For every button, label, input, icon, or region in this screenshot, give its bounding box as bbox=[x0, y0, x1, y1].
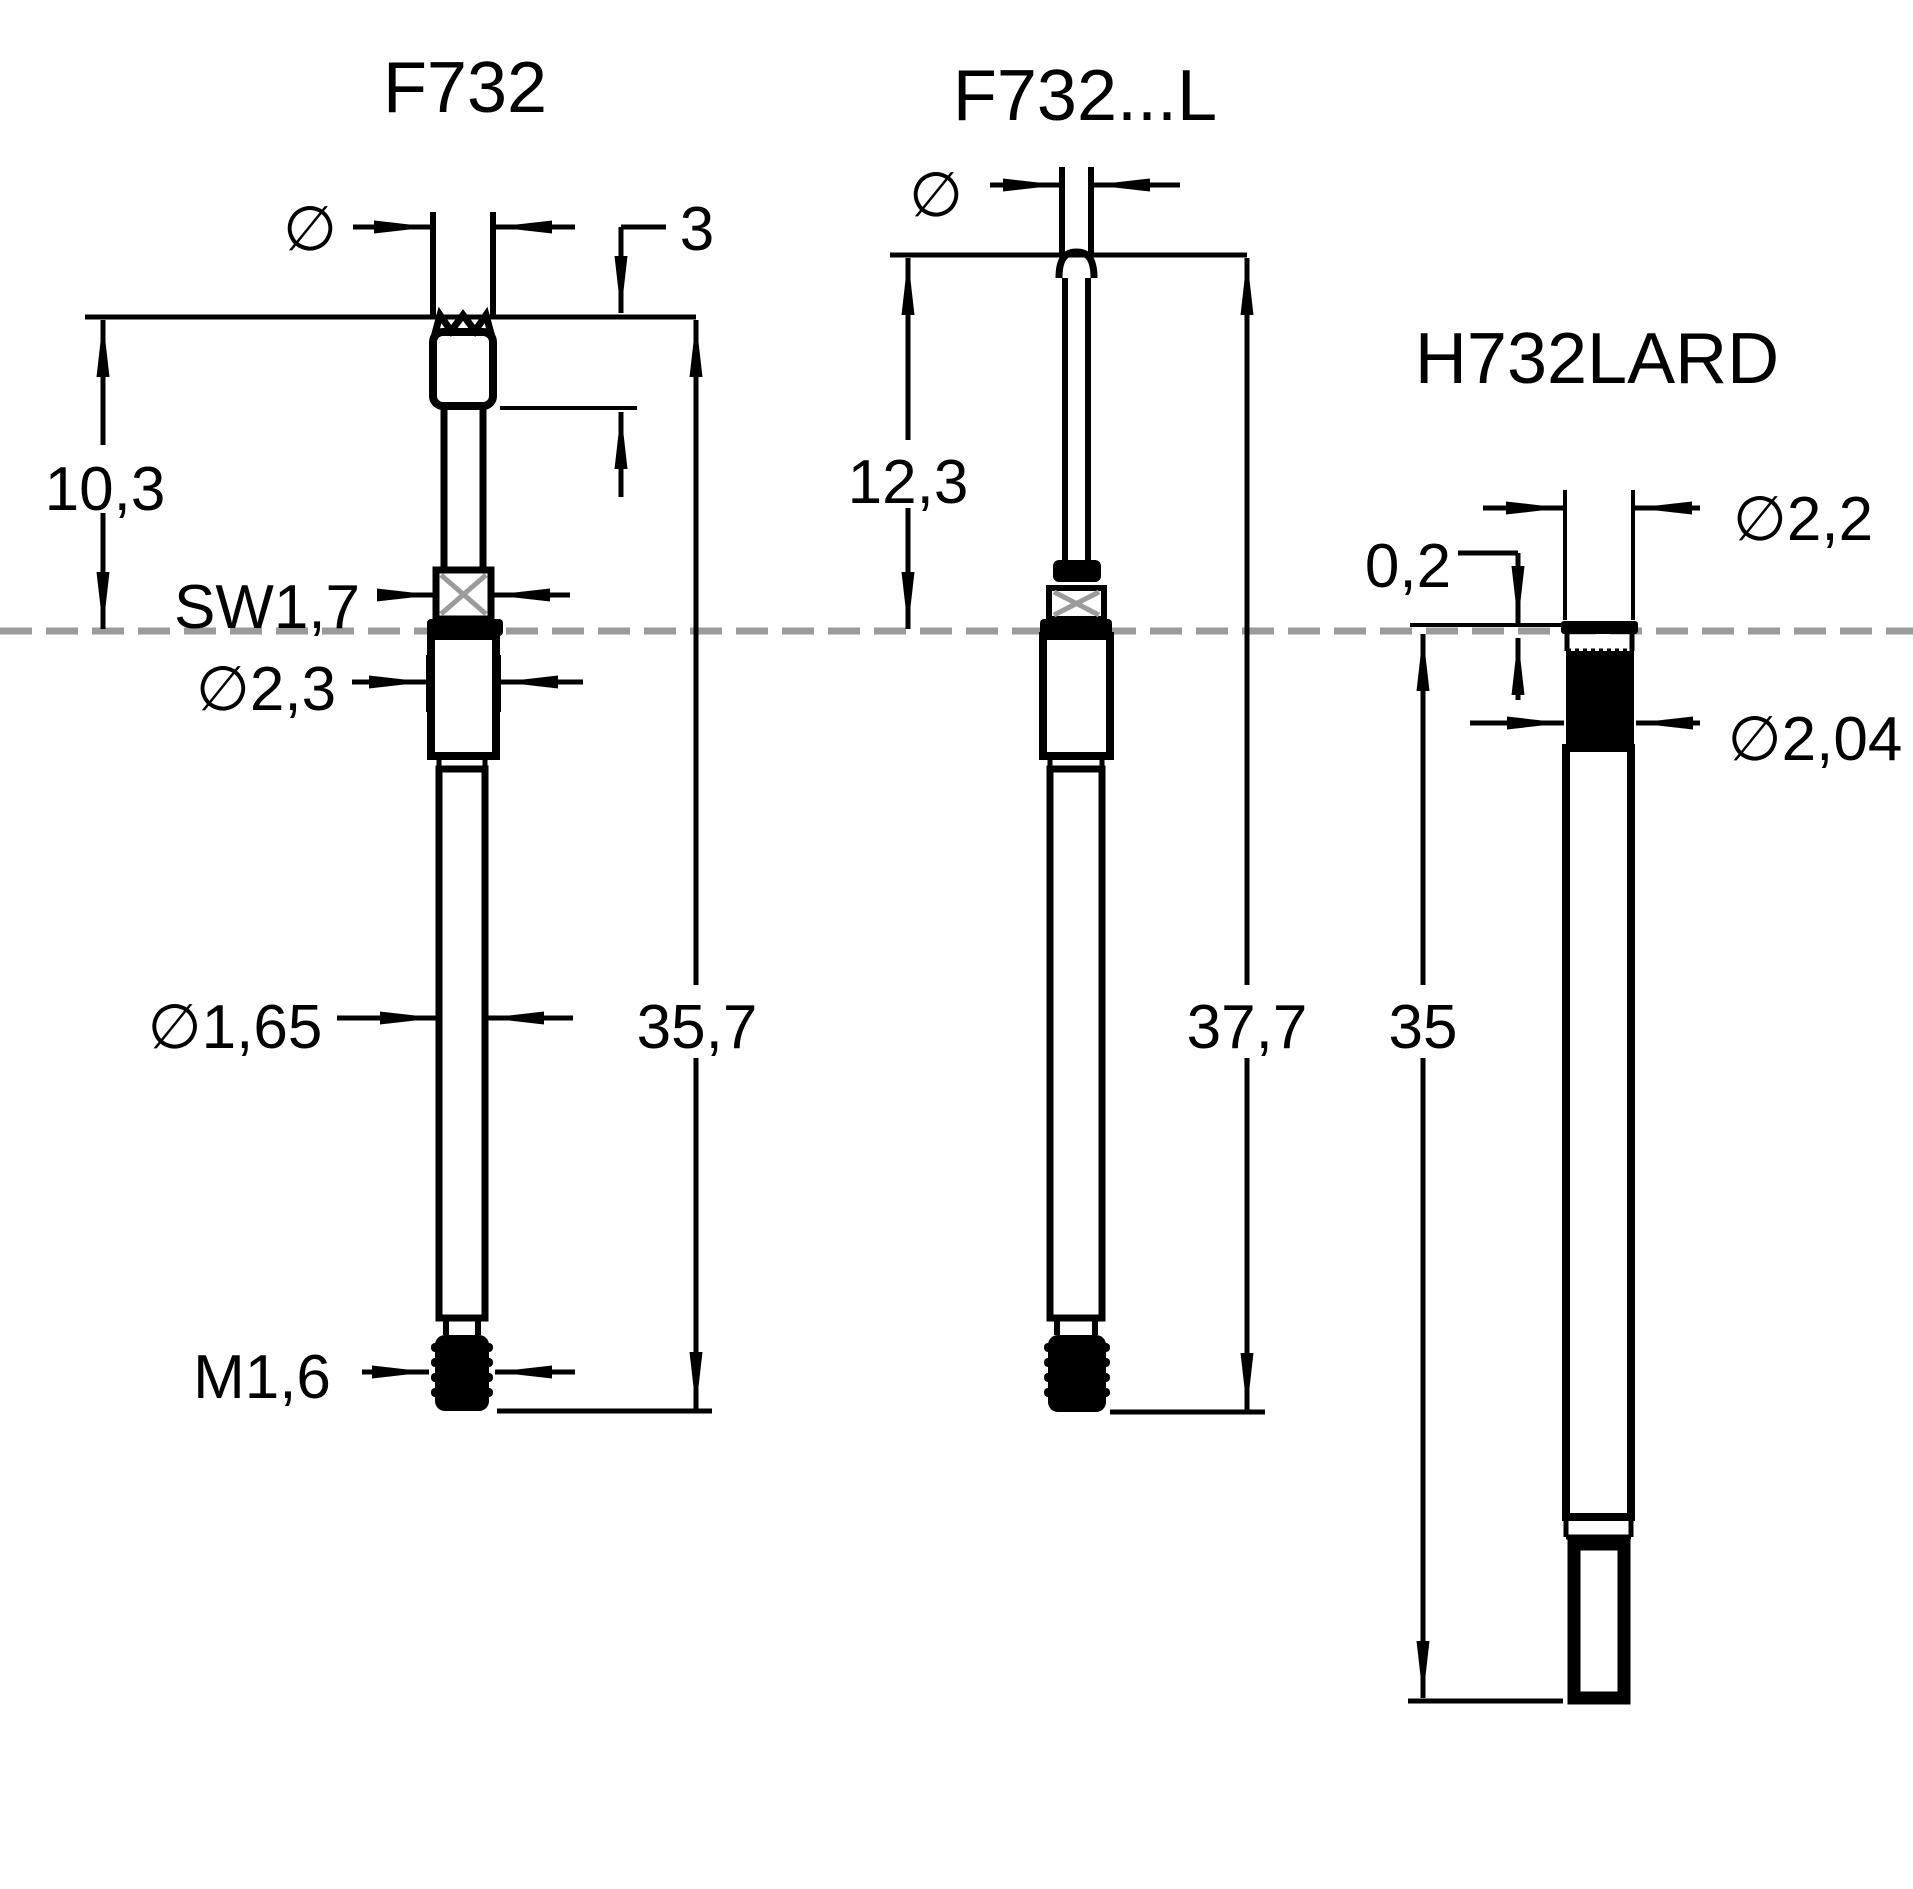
h732-bottom-sleeve bbox=[1567, 1537, 1631, 1705]
f732-shaft-diameter-label: ∅1,65 bbox=[148, 993, 323, 1062]
f732-thread-ridge-3 bbox=[431, 1373, 493, 1382]
f732l-thread-ridge-1 bbox=[1044, 1343, 1110, 1352]
figure-f732: F732 ∅ 3 bbox=[45, 48, 758, 1414]
figure-f732l: F732...L ∅ 12,3 bbox=[848, 56, 1308, 1415]
f732l-tip-diameter-label: ∅ bbox=[909, 161, 963, 230]
h732-head-diameter-label: ∅2,2 bbox=[1733, 485, 1873, 554]
f732-above-plane-label: 10,3 bbox=[45, 455, 166, 524]
f732l-mounting-length-label: 37,7 bbox=[1187, 993, 1308, 1062]
figure-h732lard: H732LARD ∅2,2 0,2 ∅2,04 35 bbox=[1365, 319, 1903, 1705]
h732-collar-flange bbox=[1561, 621, 1638, 634]
h732-mounting-length-label: 35 bbox=[1389, 993, 1458, 1062]
f732l-dome-head bbox=[1055, 248, 1098, 279]
f732-flange bbox=[427, 619, 503, 636]
f732-barrel-diameter-label: ∅2,3 bbox=[196, 655, 336, 724]
h732-press-fit-diameter-label: ∅2,04 bbox=[1728, 705, 1903, 774]
f732-thread-ridge-1 bbox=[431, 1343, 493, 1352]
f732l-title: F732...L bbox=[953, 56, 1217, 136]
f732l-shaft bbox=[1046, 765, 1106, 1322]
h732-knurl-band bbox=[1566, 651, 1634, 748]
f732-mounting-length-label: 35,7 bbox=[637, 993, 758, 1062]
f732-plunger-head bbox=[429, 328, 497, 410]
f732l-thread-ridge-3 bbox=[1044, 1373, 1110, 1382]
f732-tip-diameter-label: ∅ bbox=[283, 195, 337, 264]
f732-thread-ridge-4 bbox=[431, 1388, 493, 1397]
f732-title: F732 bbox=[383, 48, 547, 128]
f732l-thread-ridge-4 bbox=[1044, 1388, 1110, 1397]
f732-barrel bbox=[427, 632, 500, 760]
f732-thread-ridge-2 bbox=[431, 1358, 493, 1367]
f732l-above-plane-label: 12,3 bbox=[848, 448, 969, 517]
f732-serrated-crown bbox=[429, 306, 497, 342]
f732l-hex-cross-2 bbox=[1052, 589, 1101, 618]
f732l-barrel bbox=[1039, 632, 1114, 760]
f732l-stop-collar bbox=[1053, 560, 1101, 582]
h732-main-tube bbox=[1562, 744, 1635, 1521]
h732-collar-height-label: 0,2 bbox=[1365, 532, 1451, 601]
f732-shaft bbox=[435, 765, 489, 1322]
f732-tip-length-label: 3 bbox=[680, 195, 714, 264]
f732-thread-label: M1,6 bbox=[193, 1343, 331, 1412]
f732-hex-cross-2 bbox=[439, 573, 488, 616]
f732l-flange bbox=[1040, 619, 1112, 636]
h732lard-title: H732LARD bbox=[1415, 319, 1779, 399]
f732l-thread-ridge-2 bbox=[1044, 1358, 1110, 1367]
f732-hex-label: SW1,7 bbox=[174, 573, 360, 642]
